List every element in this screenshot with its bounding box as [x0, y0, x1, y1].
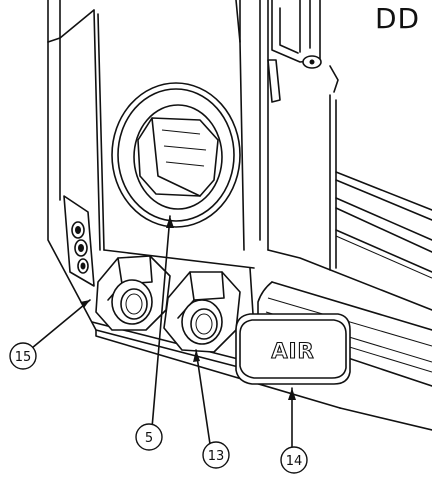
callout-14: 14 [280, 446, 308, 474]
callout-5: 5 [135, 423, 163, 451]
callout-13: 13 [202, 441, 230, 469]
hex-nut-left [95, 255, 171, 331]
callout-5-label: 5 [145, 431, 153, 446]
callout-14-label: 14 [286, 454, 303, 469]
side-label-plate [63, 195, 95, 287]
hex-nut-right [163, 271, 241, 353]
callout-13-label: 13 [208, 449, 225, 464]
air-decal-text: AIR [271, 339, 314, 363]
callout-15-label: 15 [15, 350, 32, 365]
port-fitting [111, 82, 241, 228]
air-decal: AIR [235, 313, 351, 385]
callout-15: 15 [9, 342, 37, 370]
title-fragment: DD [375, 2, 420, 35]
leader-lines [31, 215, 296, 449]
